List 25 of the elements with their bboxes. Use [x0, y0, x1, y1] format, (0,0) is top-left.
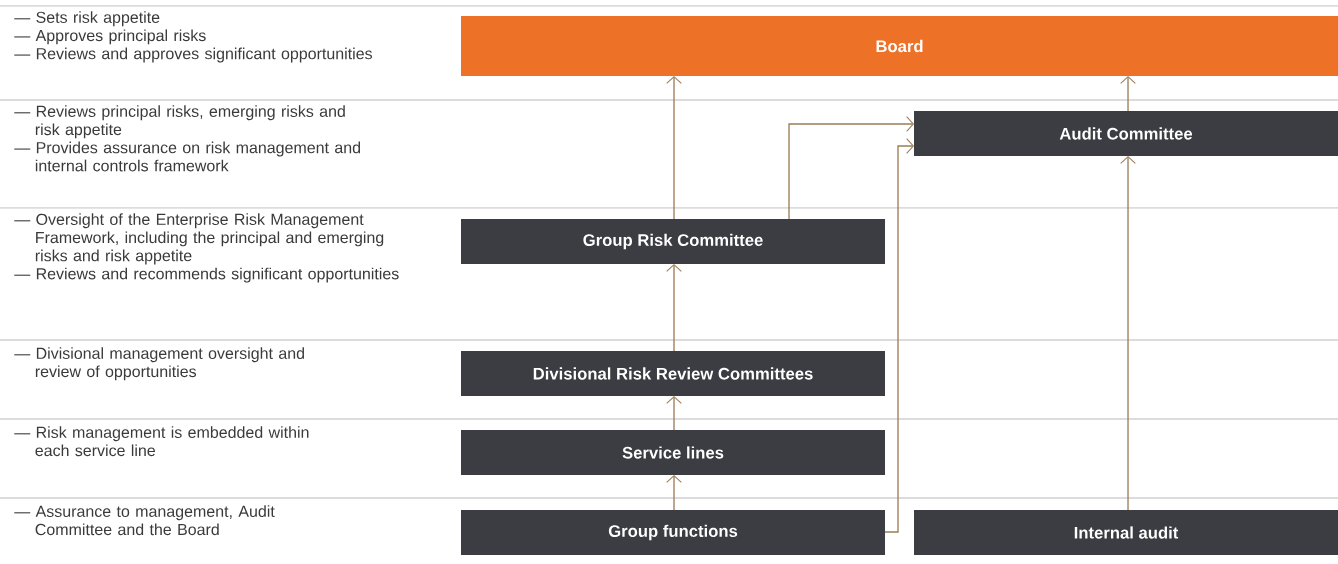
committee-box: Service lines — [461, 430, 885, 475]
committee-box: Audit Committee — [914, 111, 1338, 156]
arrow — [1120, 156, 1136, 511]
bullet-text: — Provides assurance on risk management and internal controls framework — [14, 141, 360, 172]
arrow — [666, 475, 682, 511]
committee-box: Divisional Risk Review Committees — [461, 351, 885, 396]
bullet-text: — Reviews principal risks, emerging risks and risk appetite — [14, 105, 345, 139]
committee-box: Group functions — [461, 510, 885, 555]
arrow — [666, 264, 682, 352]
board-box: Board — [461, 16, 1338, 76]
bullet-text: — Risk management is embedded within each service line — [14, 426, 309, 457]
arrow — [666, 396, 682, 431]
bullet-text: — Assurance to management, Audit Committee and the Board — [14, 505, 275, 536]
bullet-text: — Sets risk appetite — [14, 11, 160, 27]
arrow — [884, 138, 914, 533]
bullet-text: — Divisional management oversight and review of opportunities — [14, 347, 304, 381]
committee-box: Internal audit — [914, 510, 1338, 555]
bullet-text: — Reviews and recommends significant opportunities — [14, 267, 399, 283]
bullet-text: — Approves principal risks — [14, 29, 206, 45]
arrow — [1120, 76, 1136, 112]
bullet-text: — Reviews and approves significant opportunities — [14, 47, 373, 63]
bullet-text: — Oversight of the Enterprise Risk Management Framework, including the principal and emerging risks and risk appetite — [14, 213, 384, 265]
arrow — [788, 116, 914, 220]
committee-box: Group Risk Committee — [461, 219, 885, 264]
arrow — [666, 76, 682, 220]
